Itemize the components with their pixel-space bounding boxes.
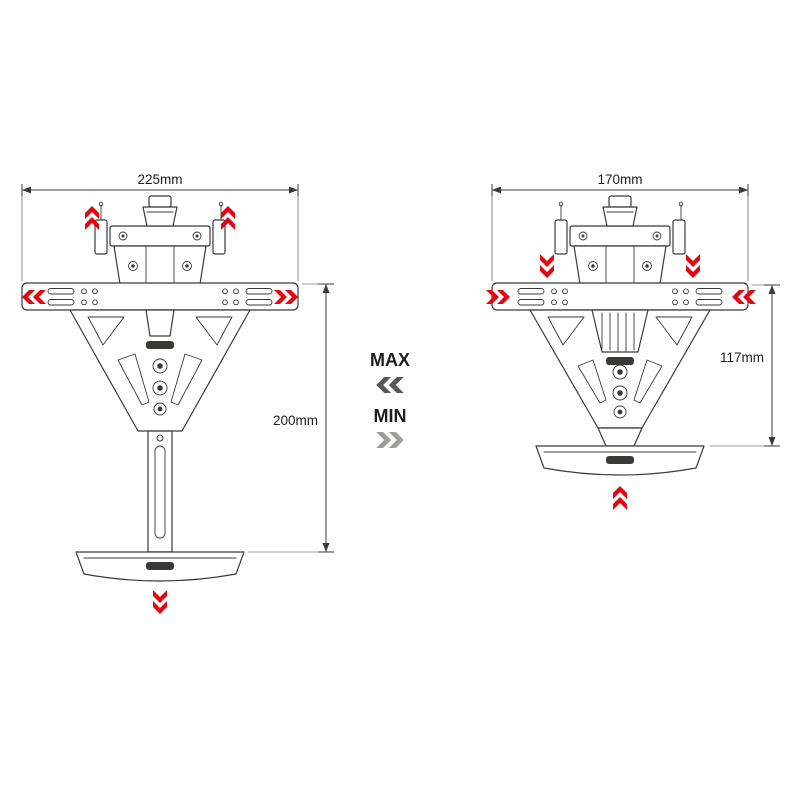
red-chevron-down-icon	[153, 590, 167, 614]
max-bottom-spoiler	[75, 551, 245, 614]
max-height-dimension: 200mm	[248, 283, 334, 553]
min-width-label: 170mm	[597, 172, 642, 187]
legend: MAX MIN	[370, 350, 410, 449]
max-stem	[147, 430, 173, 553]
min-height-dimension: 117mm	[710, 284, 780, 447]
min-figure: 170mm	[486, 172, 780, 510]
min-arms	[486, 282, 756, 311]
max-double-chevron-left-icon	[376, 376, 404, 394]
red-chevron-down-icon	[540, 254, 554, 278]
brand-mark	[606, 456, 634, 464]
plate-light-icon	[148, 195, 172, 208]
min-height-label: 117mm	[720, 350, 764, 365]
max-width-label: 225mm	[137, 172, 182, 187]
max-body	[69, 309, 251, 432]
min-width-dimension: 170mm	[491, 172, 749, 281]
red-chevron-up-icon	[85, 206, 99, 230]
brand-mark	[606, 357, 634, 365]
max-top-mount	[85, 195, 235, 285]
min-body	[529, 309, 711, 447]
min-double-chevron-right-icon	[376, 431, 404, 449]
max-arms	[21, 282, 299, 311]
brand-mark	[146, 562, 174, 570]
max-legend-label: MAX	[370, 350, 410, 370]
red-chevron-up-icon	[221, 206, 235, 230]
max-width-dimension: 225mm	[21, 172, 299, 281]
red-chevron-down-icon	[686, 254, 700, 278]
min-top-mount	[540, 195, 700, 285]
min-bottom-spoiler	[535, 445, 705, 510]
plate-light-icon	[608, 195, 632, 208]
max-figure: 225mm	[21, 172, 334, 614]
max-height-label: 200mm	[273, 413, 318, 428]
min-legend-label: MIN	[374, 406, 407, 426]
red-chevron-up-icon	[613, 486, 627, 510]
brand-mark	[146, 341, 174, 349]
